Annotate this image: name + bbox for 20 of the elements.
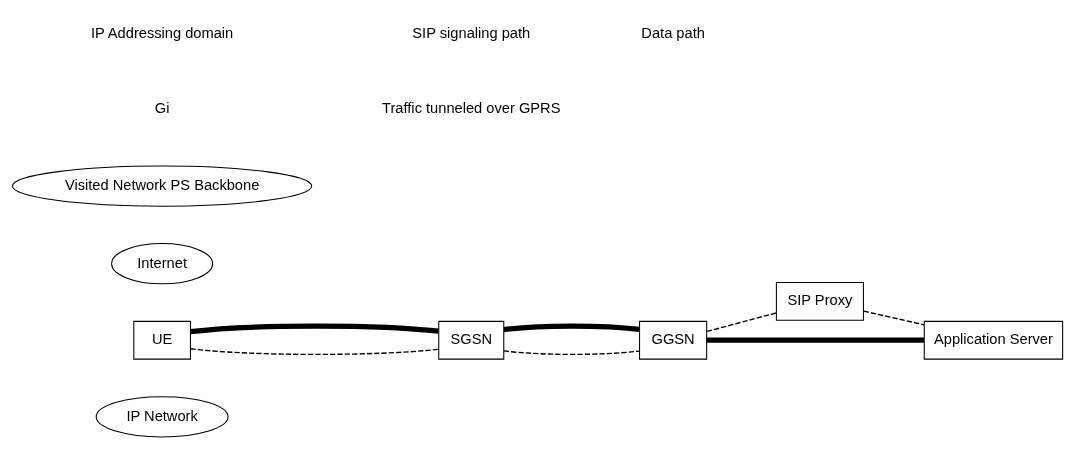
- node-box: UE: [133, 320, 191, 360]
- connector: [503, 350, 640, 356]
- connector: [190, 348, 440, 356]
- connector: [503, 323, 640, 333]
- connector: [190, 323, 439, 335]
- label: Gi: [154, 100, 170, 117]
- legend-label: SIP signaling path: [412, 24, 531, 41]
- legend-label: Data path: [641, 24, 705, 41]
- node-box: SGSN: [438, 320, 505, 360]
- connector: [706, 312, 777, 333]
- node-ellipse: Visited Network PS Backbone: [12, 165, 313, 207]
- connector: [863, 310, 925, 326]
- legend-label: IP Addressing domain: [90, 24, 234, 41]
- node-ellipse: Internet: [111, 243, 214, 285]
- node-box: GGSN: [639, 320, 708, 360]
- node-box: SIP Proxy: [775, 282, 864, 321]
- node-box: Application Server: [923, 320, 1064, 360]
- node-ellipse: IP Network: [95, 396, 229, 438]
- connector: [706, 337, 924, 343]
- label: Traffic tunneled over GPRS: [382, 100, 561, 117]
